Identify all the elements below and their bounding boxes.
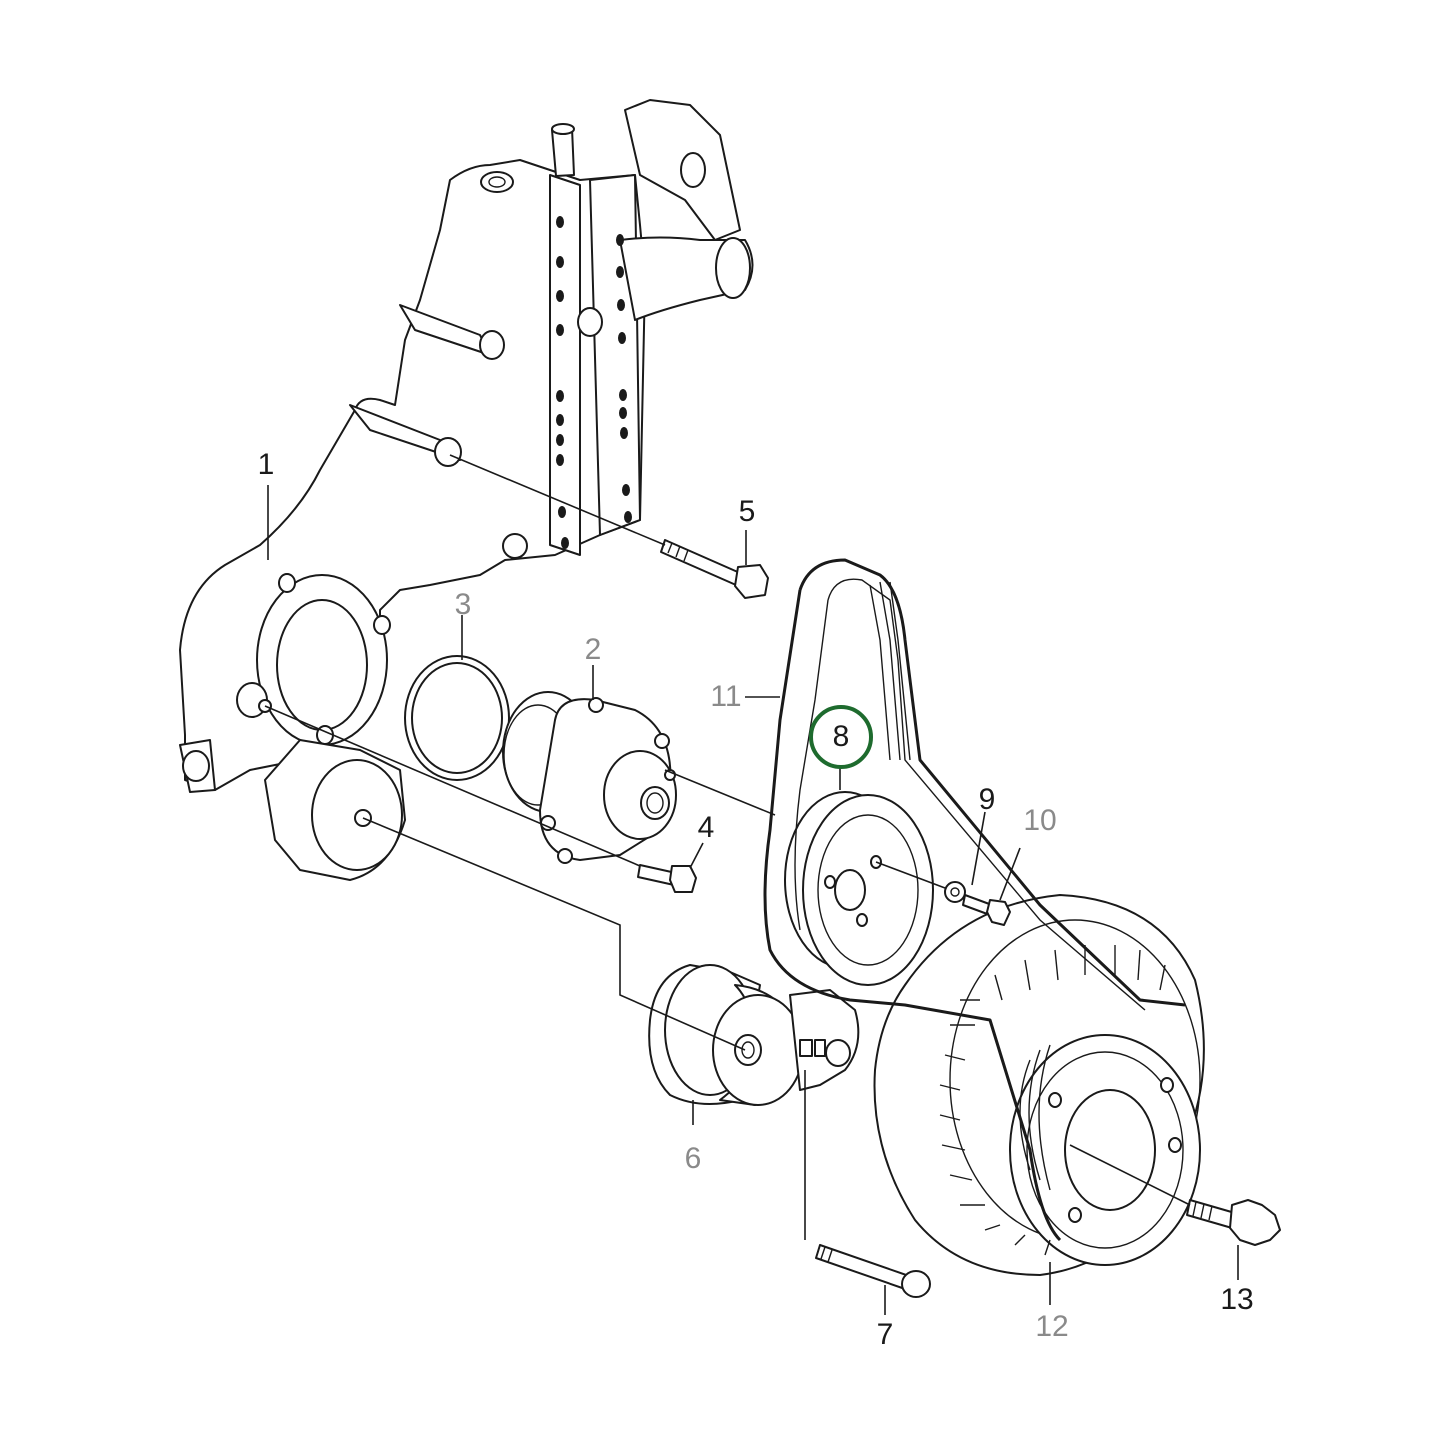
callout-8: 8 [833,720,850,753]
timing-cover-housing [179,99,754,881]
tensioner-bolt [815,1244,931,1298]
callout-10: 10 [1023,804,1056,837]
plate-bolt-holes [556,216,632,549]
serpentine-drive-belt [763,558,1186,1242]
callout-labels: 1 2 3 4 5 6 7 8 9 10 11 12 13 [258,448,1254,1351]
callout-11: 11 [710,680,741,713]
callout-12: 12 [1035,1310,1068,1343]
callout-3: 3 [455,588,472,621]
damper-fins [939,945,1166,1256]
callout-13: 13 [1220,1283,1253,1316]
callout-7: 7 [877,1318,894,1351]
small-bolt [962,894,1011,926]
callout-highlight-ring [809,705,873,769]
callout-2: 2 [585,633,602,666]
water-pump [502,691,677,864]
o-ring-seal [404,655,510,781]
callout-4: 4 [698,811,715,844]
washer [944,881,966,903]
crankshaft-damper-pulley [873,894,1205,1276]
assembly-lines [264,454,1239,1315]
callout-1: 1 [258,448,275,481]
belt-tensioner [648,964,860,1106]
callout-6: 6 [685,1142,702,1175]
idler-pulley [784,791,934,986]
long-bolt [660,539,769,599]
callout-9: 9 [979,783,996,816]
short-bolt [637,864,697,893]
crankshaft-bolt [1186,1199,1281,1246]
callout-5: 5 [739,495,756,528]
